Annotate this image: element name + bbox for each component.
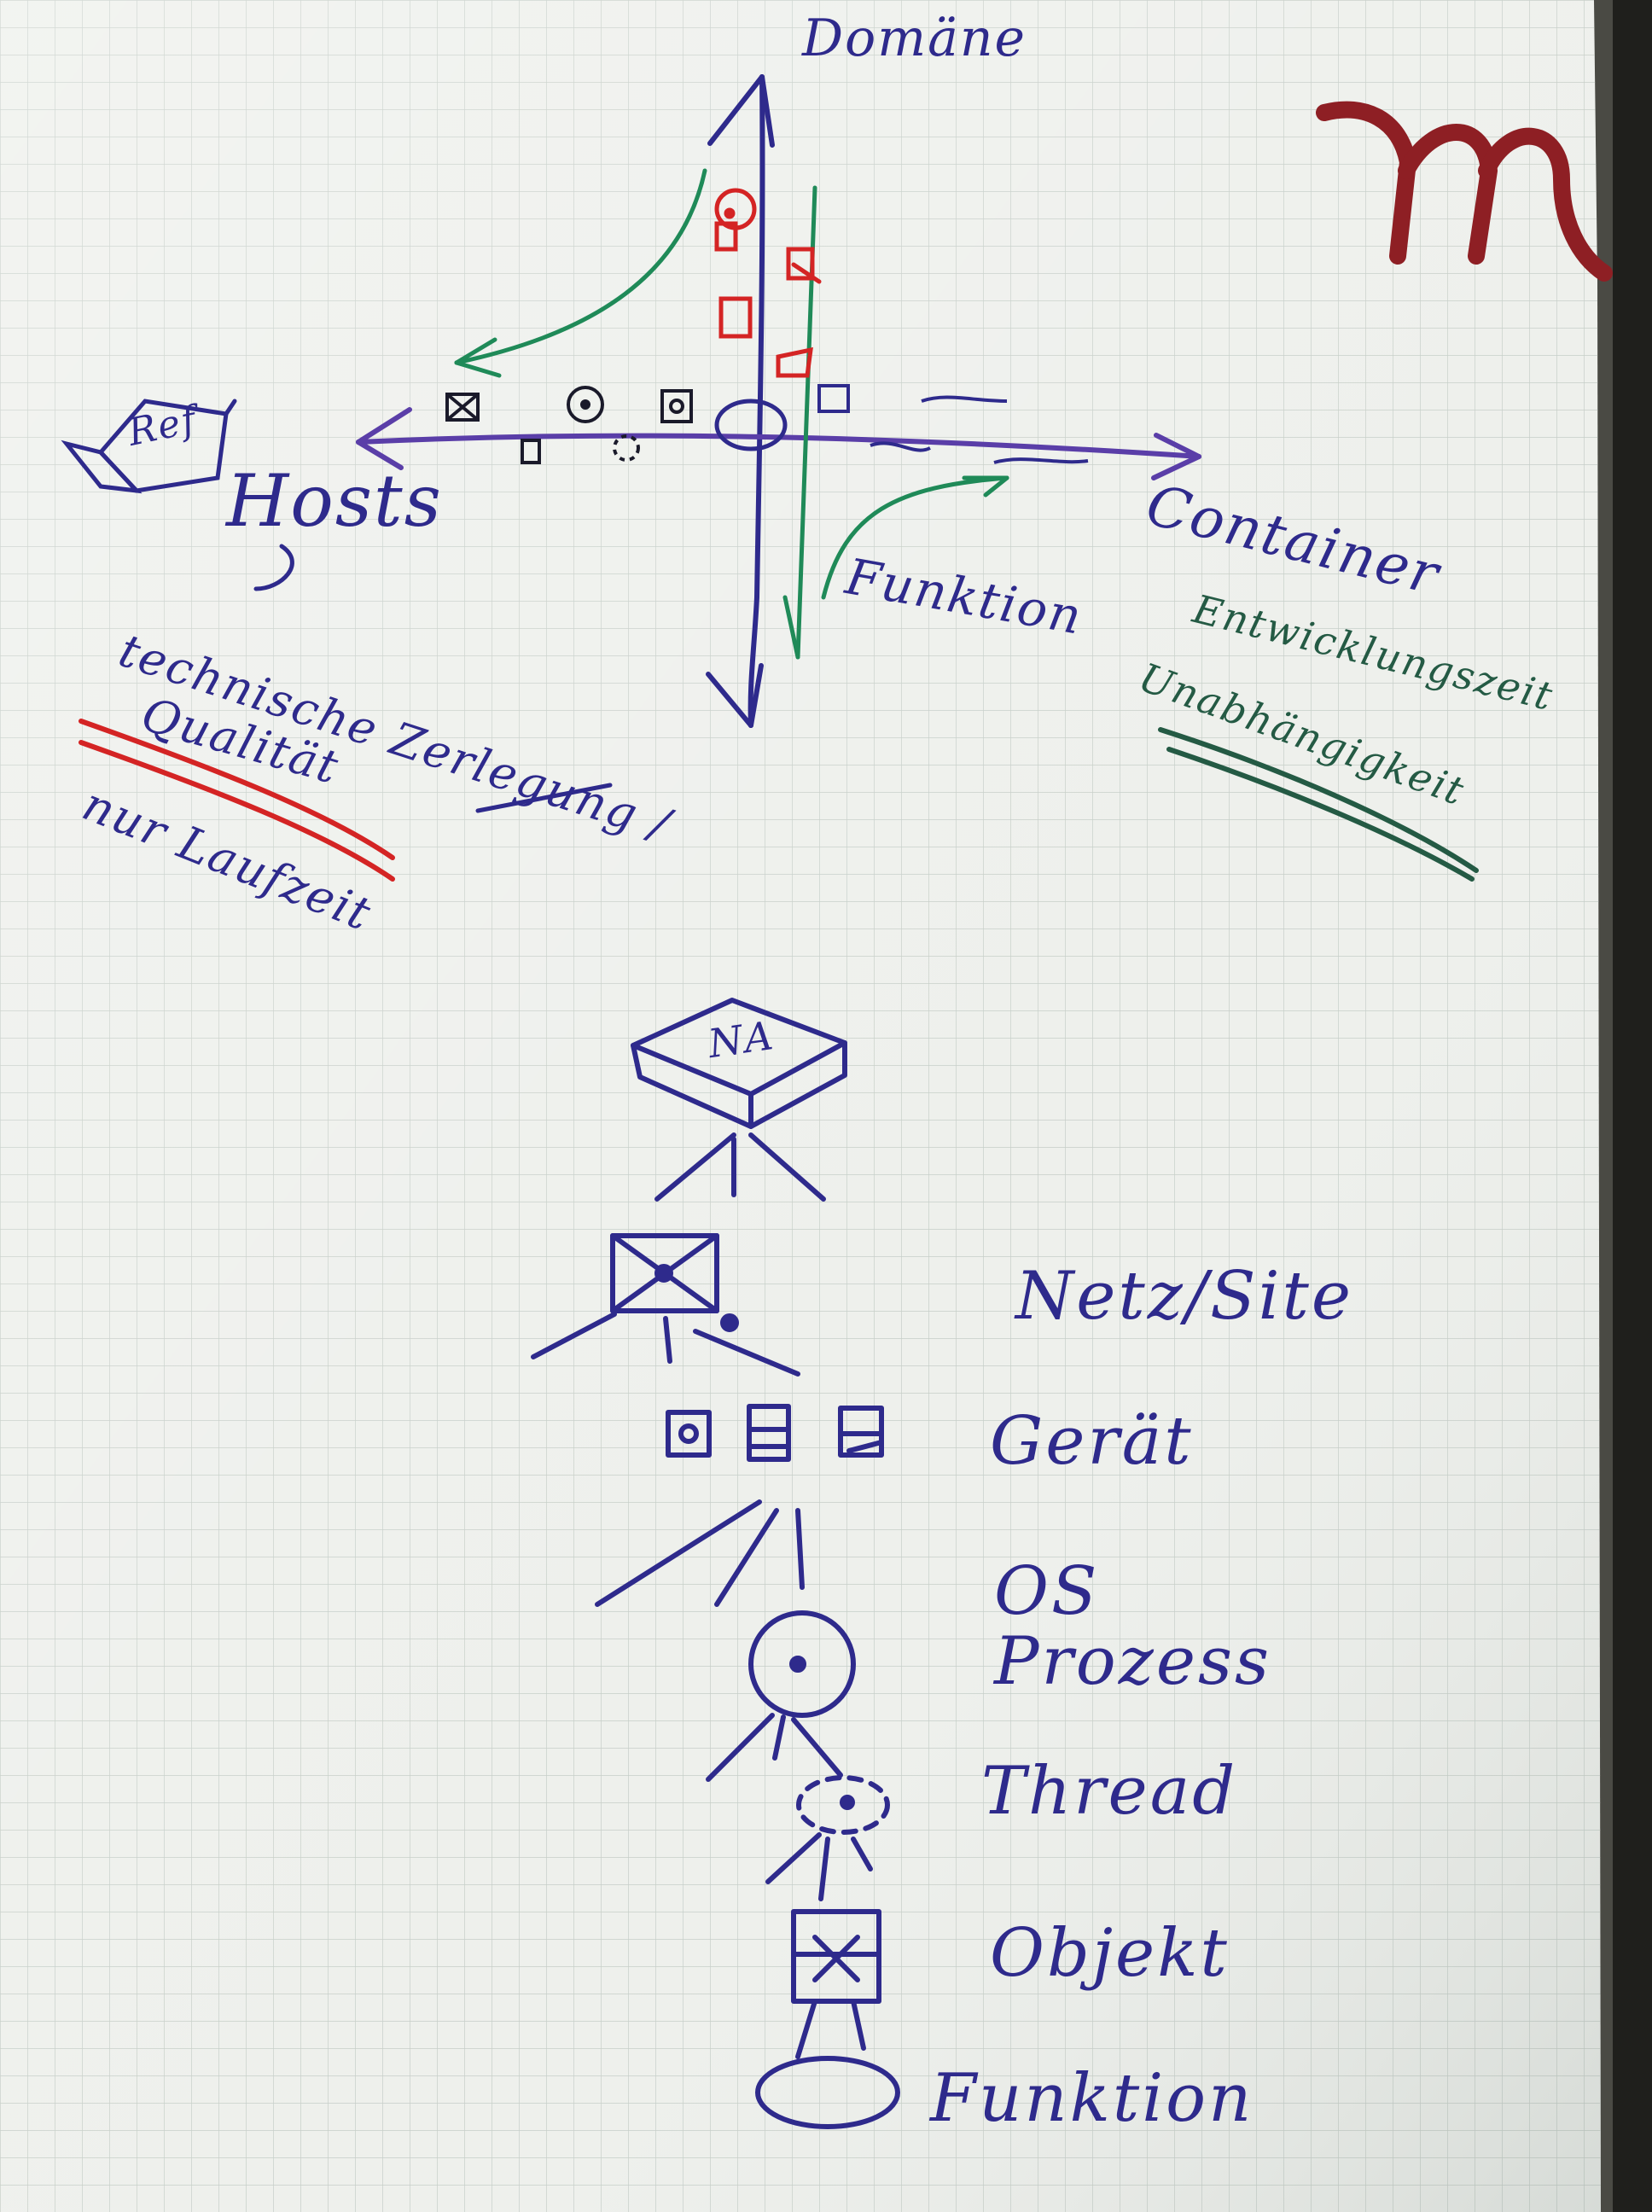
hierarchy-tree (531, 998, 900, 2129)
red-sketches (714, 188, 822, 378)
red-underline (79, 719, 395, 882)
green-underline (1158, 727, 1479, 882)
vertical-axis-arrow (706, 74, 775, 728)
origin-circle (714, 399, 788, 451)
slash-line (475, 783, 613, 813)
axis-label-hosts: Hosts (226, 459, 443, 543)
horizontal-axis-arrow (356, 407, 1201, 480)
level-label-network-site: Netz/Site (1015, 1258, 1354, 1335)
ref-box-icon (61, 399, 237, 494)
level-label-object: Objekt (990, 1915, 1230, 1992)
paper-sheet (0, 0, 1601, 2212)
host-icons (445, 386, 693, 464)
axis-label-domain: Domäne (802, 9, 1027, 68)
container-icons (817, 384, 1089, 464)
level-label-os-process: OS Prozess (994, 1553, 1272, 1700)
hosts-brace (253, 544, 294, 591)
level-label-function: Funktion (930, 2060, 1254, 2137)
top-box-label: NA (705, 1011, 777, 1068)
logo-m-icon (1316, 101, 1613, 282)
level-label-device: Gerät (990, 1403, 1194, 1480)
level-label-thread: Thread (981, 1753, 1238, 1830)
